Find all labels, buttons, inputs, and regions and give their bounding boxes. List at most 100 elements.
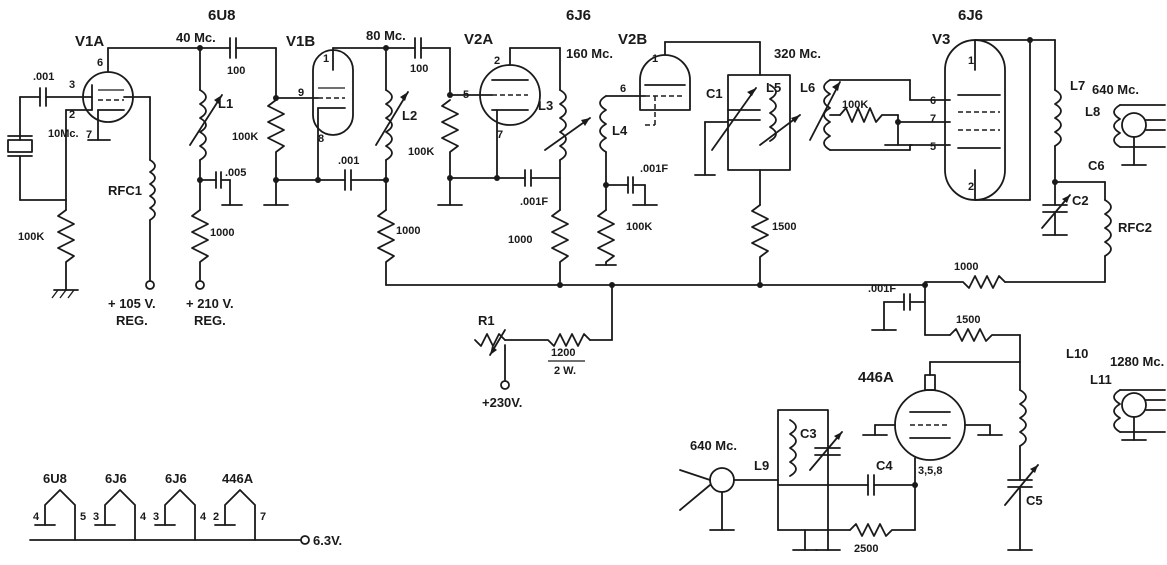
pin-v2a-7: 7 [497, 129, 503, 141]
res-2500: 2500 [854, 543, 878, 555]
res-100k-v3: 100K [842, 99, 868, 111]
label-l4: L4 [612, 123, 628, 138]
heater-pin-1r: 5 [80, 511, 86, 523]
label-r1: R1 [478, 313, 495, 328]
res-1000-d: 1000 [954, 261, 978, 273]
label-l5: L5 [766, 80, 781, 95]
heater-pin-4l: 2 [213, 511, 219, 523]
cap-001f-b: .001F [640, 163, 668, 175]
supply-210-reg: REG. [194, 313, 226, 328]
res-1000-b: 1000 [396, 225, 420, 237]
cap-100-a: 100 [227, 65, 245, 77]
pin-v3-5: 5 [930, 141, 936, 153]
res-100k-v1b: 100K [232, 131, 258, 143]
label-c4: C4 [876, 458, 893, 473]
label-c5: C5 [1026, 493, 1043, 508]
pin-v2b-1: 1 [652, 53, 658, 65]
label-rfc2: RFC2 [1118, 220, 1152, 235]
cap-001-input: .001 [33, 71, 54, 83]
heater-supply: 6.3V. [313, 533, 342, 548]
tube-type-6u8: 6U8 [208, 7, 236, 24]
label-l6: L6 [800, 80, 815, 95]
tube-v1b [312, 49, 354, 136]
label-v3: V3 [932, 31, 950, 48]
label-l3: L3 [538, 98, 553, 113]
label-l1: L1 [218, 96, 233, 111]
heater-pin-2l: 3 [93, 511, 99, 523]
freq-160: 160 Mc. [566, 46, 613, 61]
freq-320: 320 Mc. [774, 46, 821, 61]
res-1200-watt: 2 W. [554, 365, 576, 377]
pin-v1a-6: 6 [97, 57, 103, 69]
supply-210: + 210 V. [186, 296, 234, 311]
heater-pin-3l: 3 [153, 511, 159, 523]
supply-105: + 105 V. [108, 296, 156, 311]
pin-446a-358: 3,5,8 [918, 465, 942, 477]
pin-v3-6: 6 [930, 95, 936, 107]
res-100k-v2b: 100K [626, 221, 652, 233]
cap-001f-c: .001F [868, 283, 896, 295]
tube-v3 [944, 39, 1006, 201]
pin-v2b-6: 6 [620, 83, 626, 95]
freq-80: 80 Mc. [366, 28, 406, 43]
supply-230: +230V. [482, 395, 522, 410]
heater-chain [29, 489, 310, 545]
heater-tube-1: 6U8 [43, 471, 67, 486]
tube-type-6j6-b: 6J6 [958, 7, 983, 24]
tube-type-6j6-a: 6J6 [566, 7, 591, 24]
pin-v1a-7: 7 [86, 129, 92, 141]
pin-v1a-3: 3 [69, 79, 75, 91]
res-1500-a: 1500 [772, 221, 796, 233]
heater-tube-4: 446A [222, 471, 254, 486]
supply-105-reg: REG. [116, 313, 148, 328]
label-l10: L10 [1066, 346, 1088, 361]
res-100k-v2a: 100K [408, 146, 434, 158]
heater-tube-3: 6J6 [165, 471, 187, 486]
pin-v1a-2: 2 [69, 109, 75, 121]
pin-v1b-1: 1 [323, 53, 329, 65]
cap-001-b: .001 [338, 155, 359, 167]
label-l8: L8 [1085, 104, 1100, 119]
label-l11: L11 [1090, 372, 1112, 387]
crystal-freq: 10Mc. [48, 128, 79, 140]
freq-40: 40 Mc. [176, 30, 216, 45]
cap-100-b: 100 [410, 63, 428, 75]
label-rfc1: RFC1 [108, 183, 142, 198]
label-v1a: V1A [75, 33, 104, 50]
res-1000-a: 1000 [210, 227, 234, 239]
cap-005: .005 [225, 167, 246, 179]
heater-tube-2: 6J6 [105, 471, 127, 486]
res-1500-b: 1500 [956, 314, 980, 326]
res-1200: 1200 [551, 347, 575, 359]
heater-pin-2r: 4 [140, 511, 147, 523]
pin-v2a-2: 2 [494, 55, 500, 67]
res-1000-c: 1000 [508, 234, 532, 246]
tube-v2b [639, 54, 691, 126]
label-c6: C6 [1088, 158, 1105, 173]
label-v2b: V2B [618, 31, 647, 48]
label-c1: C1 [706, 86, 723, 101]
freq-640-out: 640 Mc. [1092, 82, 1139, 97]
label-l2: L2 [402, 108, 417, 123]
heater-pin-1l: 4 [33, 511, 40, 523]
pin-v3-1: 1 [968, 55, 974, 67]
label-v1b: V1B [286, 33, 315, 50]
cap-001f-a: .001F [520, 196, 548, 208]
label-l7: L7 [1070, 78, 1085, 93]
pin-v1b-9: 9 [298, 87, 304, 99]
res-100k-grid: 100K [18, 231, 44, 243]
pin-v1b-8: 8 [318, 133, 324, 145]
label-v2a: V2A [464, 31, 493, 48]
tube-type-446a: 446A [858, 369, 894, 386]
pin-v3-2: 2 [968, 181, 974, 193]
heater-pin-4r: 7 [260, 511, 266, 523]
heater-pin-3r: 4 [200, 511, 207, 523]
crystal [7, 96, 33, 201]
tube-446a [894, 374, 966, 461]
pin-v3-7: 7 [930, 113, 936, 125]
label-c2: C2 [1072, 193, 1089, 208]
freq-640-in: 640 Mc. [690, 438, 737, 453]
freq-1280: 1280 Mc. [1110, 354, 1164, 369]
label-c3: C3 [800, 426, 817, 441]
